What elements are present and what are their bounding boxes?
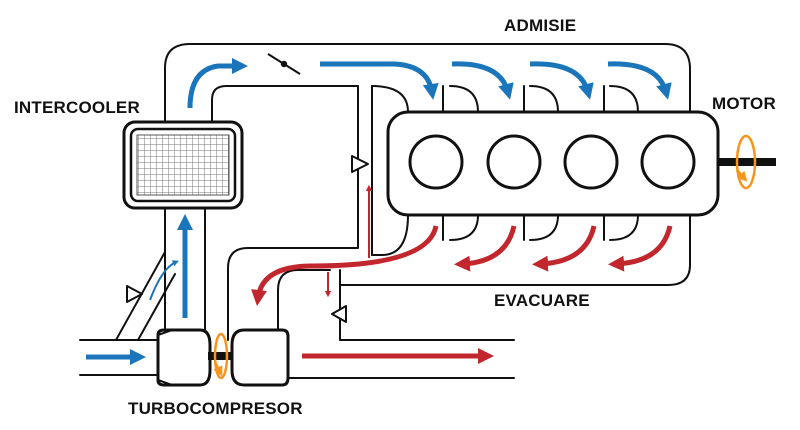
- intake-arrow-runner-1: [320, 61, 439, 100]
- exhaust-arrow-cyl-1: [251, 225, 439, 306]
- cylinder-2-icon: [486, 134, 542, 190]
- bypass-pipe: [115, 251, 176, 341]
- turbo-rotation-icon: [213, 332, 229, 380]
- intake-arrow-runner-4: [607, 61, 672, 100]
- exhaust-flow-arrows: [251, 225, 673, 365]
- engine-block-icon: [386, 110, 776, 217]
- wastegate-valve-icon: [331, 305, 347, 323]
- air-inlet-pipe: [79, 339, 161, 376]
- compressor-housing-icon: [156, 328, 212, 387]
- intercooler-icon: [122, 120, 244, 210]
- intake-arrow-runner-3: [529, 61, 594, 100]
- throttle-valve-icon: [267, 53, 301, 75]
- intake-arrow-up: [187, 57, 249, 109]
- cylinder-3-icon: [563, 134, 619, 190]
- exhaust-pipe-outer: [339, 209, 691, 341]
- cooler-down-pipe: [164, 204, 206, 331]
- intake-pipe-outer: [164, 43, 691, 126]
- turbocompresor-label: TURBOCOMPRESOR: [128, 399, 303, 418]
- crank-rotation-icon: [735, 134, 757, 190]
- intake-runners: [371, 85, 639, 113]
- evacuare-label: EVACUARE: [494, 291, 590, 310]
- cylinder-4-icon: [640, 134, 696, 190]
- cylinder-1-icon: [408, 134, 464, 190]
- exhaust-downpipe: [277, 269, 331, 331]
- bypass-flow-arrow: [149, 260, 179, 301]
- intercooler-label: INTERCOOLER: [14, 98, 140, 117]
- motor-label: MOTOR: [712, 94, 776, 113]
- intake-flow-arrows: [86, 57, 672, 366]
- crankshaft-icon: [718, 158, 776, 166]
- exhaust-arrow-cyl-3: [532, 225, 597, 272]
- turbine-housing-icon: [230, 328, 290, 387]
- turbo-shaft-icon: [208, 352, 234, 360]
- intake-arrow-runner-2: [451, 61, 514, 100]
- bypass-valve-icon: [126, 285, 143, 303]
- turbocharger-icon: [156, 328, 290, 387]
- exhaust-arrow-cyl-4: [608, 225, 673, 272]
- exhaust-arrow-cyl-2: [454, 225, 517, 272]
- exhaust-pipe-inner: [371, 214, 639, 256]
- admisie-label: ADMISIE: [504, 16, 577, 35]
- intake-check-valve-icon: [351, 155, 369, 173]
